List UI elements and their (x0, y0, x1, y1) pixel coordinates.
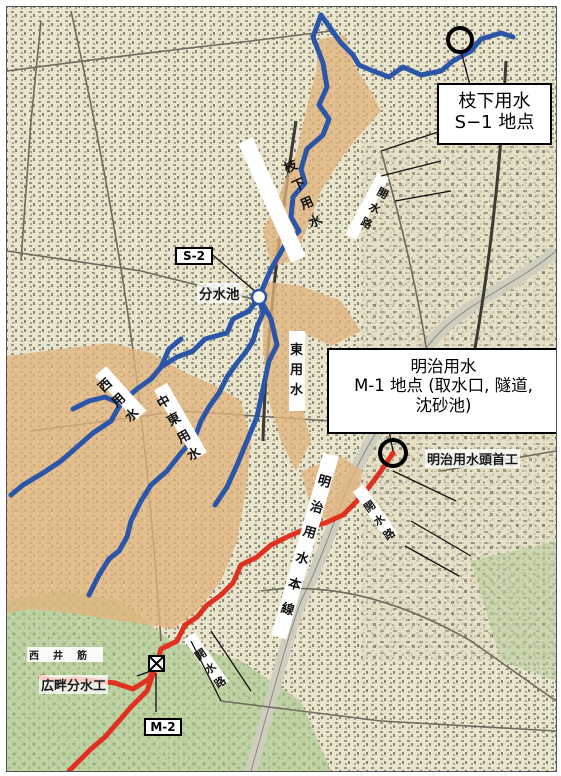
s1-callout-line1: 枝下用水 (458, 91, 531, 112)
strip-kaisuiro3 (183, 632, 229, 690)
s2-marker-tag: S-2 (175, 247, 213, 265)
west-branch-1 (70, 394, 122, 412)
bunsuichi-circle-node-icon (250, 288, 268, 306)
map-frame: 枝 下 用 水 開 水 路 東 用 水 西 用 水 中 東 用 水 明 治 用 … (6, 6, 557, 772)
bunsuichi-label: 分水池 (197, 283, 242, 303)
m1-callout: 明治用水 M-1 地点 (取水口, 隧道, 沈砂池) (327, 348, 556, 434)
irrigated-area-central (263, 281, 361, 471)
m1-callout-line3: 沈砂池) (415, 395, 472, 415)
leader-s1 (460, 50, 472, 90)
meiji-canal-system (38, 450, 396, 771)
edashita-north-stub (478, 30, 516, 42)
nishiisuji-label: 西井筋 (27, 647, 103, 662)
strip-edashita (238, 137, 306, 263)
leader-ticks-2 (392, 470, 472, 577)
s1-callout-line2: S−1 地点 (454, 112, 535, 134)
m1-callout-line2: M-1 地点 (取水口, 隧道, (354, 376, 533, 396)
river-bank (250, 250, 556, 771)
nishi-canal (8, 294, 262, 498)
strip-meiji (271, 452, 339, 640)
strip-nishi (94, 366, 147, 421)
higashi-canal (212, 294, 280, 508)
irrigated-area-west (7, 343, 251, 629)
meiji-south-branch (66, 660, 160, 771)
m2-marker-tag: M-2 (144, 718, 182, 736)
leader-s2 (206, 249, 258, 294)
meiji-main-canal (38, 450, 396, 692)
higashi-canal-label: 東 用 水 (290, 343, 304, 399)
s1-callout: 枝下用水 S−1 地点 (437, 83, 552, 145)
hiroaze-crossed-box-icon (148, 655, 165, 672)
forest-area-east (471, 541, 556, 681)
strip-kaisuiro2 (352, 484, 398, 542)
s1-ring-marker-icon (446, 26, 474, 54)
leader-ticks-1 (380, 130, 452, 202)
west-branch-2 (158, 336, 184, 370)
strip-higashi (289, 331, 305, 411)
forest-area (7, 591, 331, 771)
edashita-main-canal (256, 12, 484, 300)
strip-kaisuiro1 (345, 172, 389, 240)
canal-label-strips (94, 137, 398, 690)
m1-ring-marker-icon (378, 438, 408, 468)
m1-callout-line1: 明治用水 (410, 357, 477, 376)
toushukou-label: 明治用水頭首工 (425, 449, 521, 468)
hiroaze-label: 広畔分水工 (39, 675, 109, 694)
leader-ticks-3 (190, 630, 252, 702)
strip-chuuto (154, 382, 208, 460)
